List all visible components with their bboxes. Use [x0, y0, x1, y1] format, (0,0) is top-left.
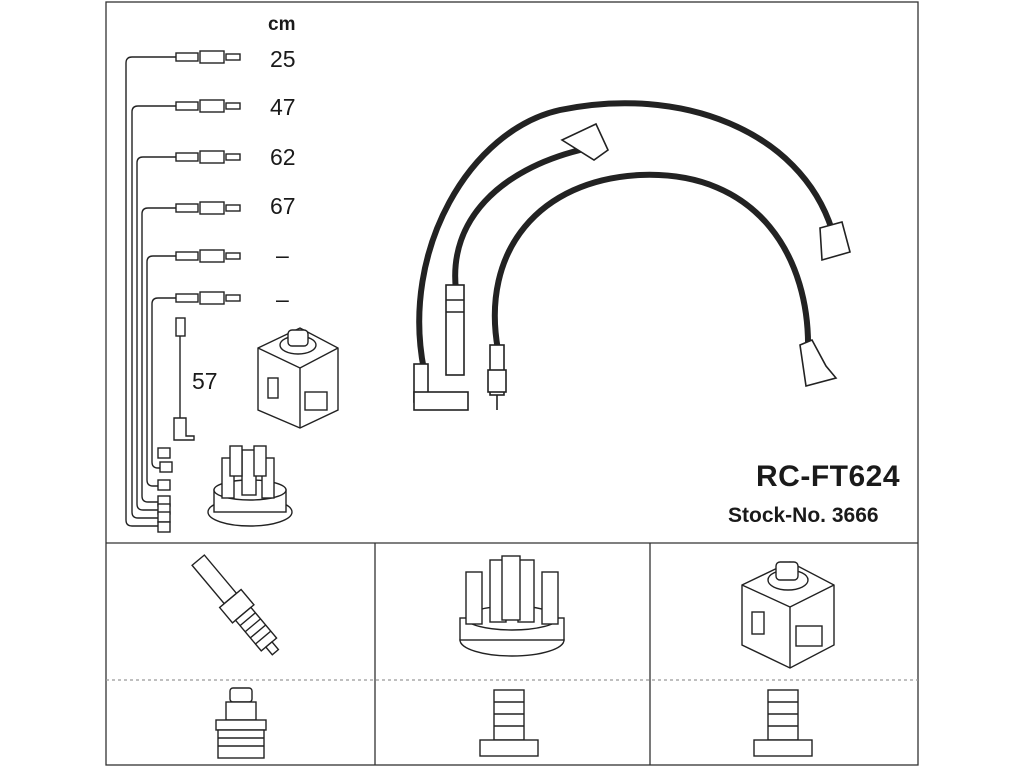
distributor-cap-icon — [459, 555, 565, 657]
lead-length-2: 47 — [270, 94, 296, 120]
lead-length-3: 62 — [270, 144, 296, 170]
lead-length-5: – — [276, 242, 289, 268]
stock-number: Stock-No. 3666 — [728, 504, 879, 527]
lead-schematic — [125, 50, 241, 533]
coil-small — [257, 327, 339, 429]
ignition-coil-icon — [741, 561, 835, 669]
frame-lines — [105, 1, 919, 766]
distributor-small — [207, 445, 293, 527]
coil-lead-length: 57 — [192, 368, 218, 394]
lead-length-4: 67 — [270, 193, 296, 219]
lead-ends — [413, 122, 851, 411]
product-code: RC-FT624 — [756, 460, 901, 493]
ignition-leads — [416, 100, 835, 373]
lead-length-6: – — [276, 286, 289, 312]
unit-label: cm — [268, 14, 296, 35]
boot-terminal-icon-right — [753, 689, 813, 757]
spark-plug-icon — [191, 554, 280, 656]
boot-terminal-icon — [479, 689, 539, 757]
spark-plug-terminal-icon — [215, 687, 267, 759]
lead-length-1: 25 — [270, 46, 296, 72]
